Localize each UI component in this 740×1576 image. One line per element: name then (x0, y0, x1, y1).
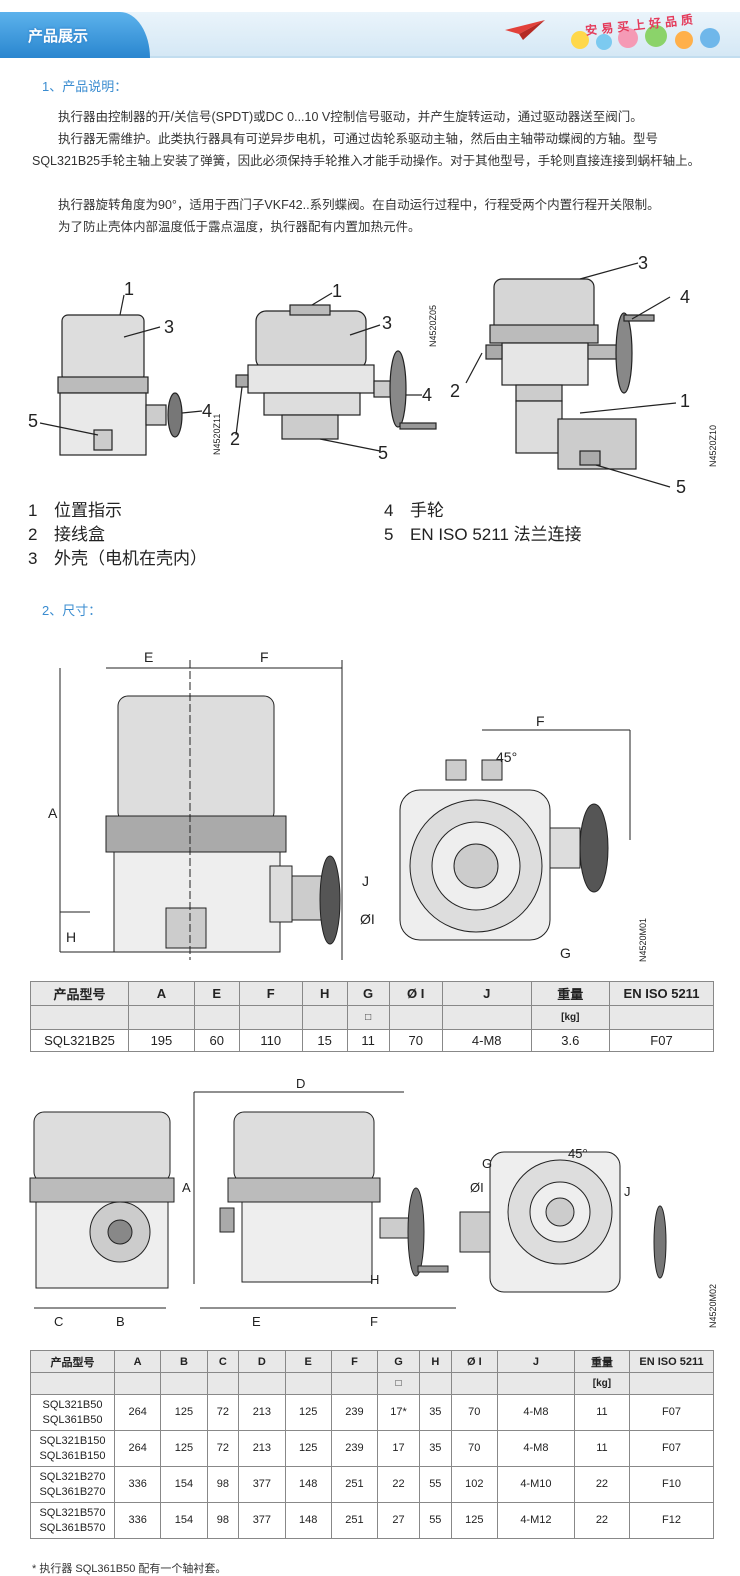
dim-label-F: F (370, 1314, 378, 1329)
dim-label-E: E (144, 649, 153, 665)
callout-4: 4 (680, 287, 690, 307)
footnote: * 执行器 SQL361B50 配有一个轴衬套。 (32, 1563, 227, 1575)
col-header: E (193, 981, 240, 1006)
col-header: F (330, 1350, 379, 1373)
header-tab (0, 12, 150, 58)
paper-plane-icon (505, 20, 545, 40)
dim-label-angle: 45° (568, 1146, 588, 1161)
col-header: B (160, 1350, 208, 1373)
figure-code: N4520Z05 (428, 305, 438, 347)
figure-code: N4520M02 (708, 1284, 718, 1328)
figure-code: N4520Z10 (708, 425, 718, 467)
col-subheader: □ (346, 1005, 390, 1030)
section-title-description: 1、产品说明： (42, 79, 128, 94)
small-actuator-drawing (39, 294, 203, 456)
dim-label-angle: 45° (496, 749, 517, 765)
callout-2: 2 (230, 429, 240, 449)
col-header: A (113, 1350, 162, 1373)
col-header: G (346, 981, 390, 1006)
dim-label-A: A (182, 1180, 191, 1195)
product-views-figure: 1 3 4 5 1 3 4 2 5 3 4 2 1 5 N4520Z11 N45… (28, 255, 718, 495)
dim-label-I: ØI (360, 911, 375, 927)
large-actuator-drawing (465, 262, 677, 488)
callout-5: 5 (378, 443, 388, 463)
callout-1: 1 (680, 391, 690, 411)
callout-1: 1 (332, 281, 342, 301)
dimension-figure-small: E F A H F 45° J ØI G N4520M01 (48, 649, 648, 962)
col-header: A (128, 981, 195, 1006)
col-header: 产品型号 (30, 1350, 115, 1373)
col-header: 产品型号 (30, 981, 129, 1006)
dim-label-F: F (260, 649, 269, 665)
paragraph: 执行器旋转角度为90°，适用于西门子VKF42..系列蝶阀。在自动运行过程中，行… (58, 198, 660, 212)
medium-actuator-drawing (235, 292, 437, 452)
dimension-figure-large: C B D A E F H G ØI J 45° N4520M02 (29, 1076, 718, 1329)
dim-label-H: H (370, 1272, 379, 1287)
col-header: H (418, 1350, 452, 1373)
figure-code: N4520Z11 (212, 414, 222, 455)
dim-label-E: E (252, 1314, 261, 1329)
dim-label-B: B (116, 1314, 125, 1329)
col-header: G (377, 1350, 420, 1373)
col-subheader: [kg] (573, 1372, 631, 1395)
slogan-decoration (571, 25, 720, 50)
col-subheader: □ (377, 1372, 420, 1395)
col-header: Ø I (450, 1350, 498, 1373)
paragraph: 执行器由控制器的开/关信号(SPDT)或DC 0...10 V控制信号驱动，并产… (58, 110, 643, 124)
col-header: D (238, 1350, 286, 1373)
callout-3: 3 (638, 255, 648, 273)
figure-code: N4520M01 (638, 918, 648, 962)
dim-label-G: G (560, 945, 571, 961)
callout-5: 5 (28, 411, 38, 431)
callout-3: 3 (382, 313, 392, 333)
callout-1: 1 (124, 279, 134, 299)
dim-label-I: ØI (470, 1180, 484, 1195)
callout-4: 4 (202, 401, 212, 421)
col-header: EN ISO 5211 (629, 1350, 714, 1373)
spec-table-small: 产品型号 A E F H G Ø I J 重量 EN ISO 5211 □ [k… (30, 981, 714, 1052)
dim-label-G: G (482, 1156, 492, 1171)
callout-4: 4 (422, 385, 432, 405)
col-header: 重量 (573, 1350, 631, 1373)
section-title-dimensions: 2、尺寸： (42, 603, 102, 618)
col-subheader: [kg] (530, 1005, 611, 1030)
paragraph: 执行器无需维护。此类执行器具有可逆异步电机，可通过齿轮系驱动主轴，然后由主轴带动… (32, 132, 701, 168)
table-row: SQL321B25 195 60 110 15 11 70 4-M8 3.6 F… (30, 1029, 714, 1052)
spec-table-large: 产品型号 A B C D E F G H Ø I J 重量 EN ISO 521… (30, 1350, 714, 1539)
dim-label-J: J (362, 873, 369, 889)
col-header: E (284, 1350, 332, 1373)
col-header: F (238, 981, 303, 1006)
dim-label-A: A (48, 805, 58, 821)
col-header: J (441, 981, 532, 1006)
paragraph: 为了防止壳体内部温度低于露点温度，执行器配有内置加热元件。 (58, 220, 421, 234)
col-header: 重量 (530, 981, 611, 1006)
page-title: 产品展示 (28, 28, 89, 45)
col-header: J (496, 1350, 575, 1373)
dim-label-F: F (536, 713, 545, 729)
callout-5: 5 (676, 477, 686, 495)
callout-2: 2 (450, 381, 460, 401)
col-header: C (206, 1350, 240, 1373)
dim-label-C: C (54, 1314, 63, 1329)
dim-label-H: H (66, 929, 76, 945)
col-header: Ø I (388, 981, 443, 1006)
col-header: EN ISO 5211 (609, 981, 714, 1006)
header-banner: 产品展示 安易买上好品质 (0, 12, 740, 58)
dim-label-D: D (296, 1076, 305, 1091)
col-header: H (301, 981, 348, 1006)
dim-label-J: J (624, 1184, 631, 1199)
callout-3: 3 (164, 317, 174, 337)
